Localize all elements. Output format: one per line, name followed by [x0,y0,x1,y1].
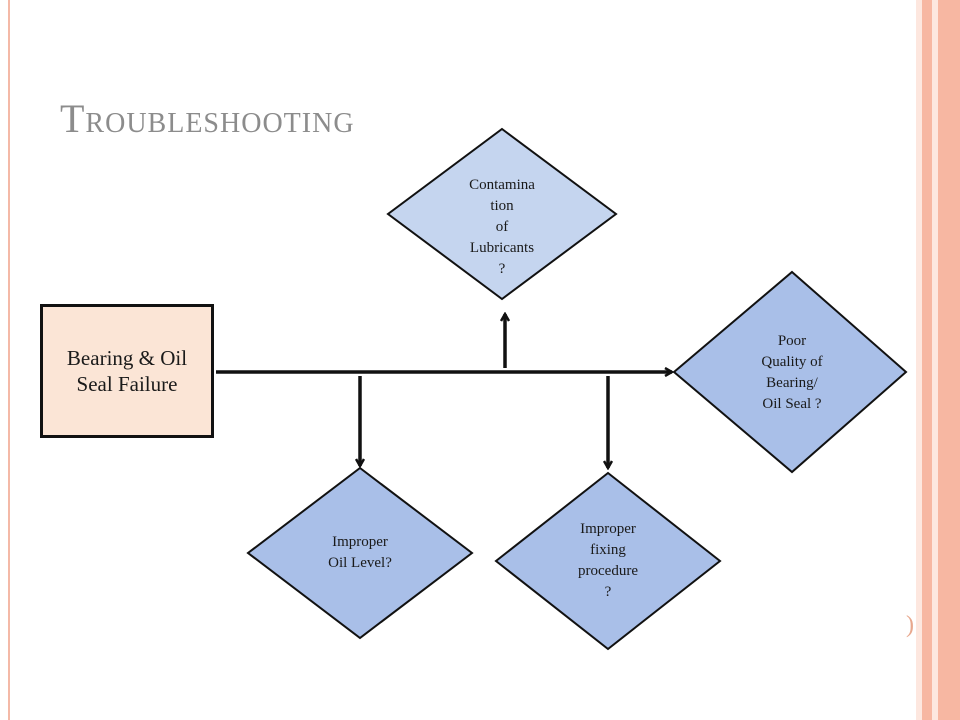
cause-diamond-poor-quality [672,270,908,474]
cause-diamond-contamination [386,127,618,301]
cause-diamond-fixing-procedure [494,471,722,651]
cause-label-fixing-procedure: Improper fixing procedure ? [578,521,638,600]
right-band-2 [922,0,932,720]
effect-box: Bearing & Oil Seal Failure [40,304,214,438]
cause-label-oil-level: Improper Oil Level? [328,534,392,571]
left-accent-rule [8,0,10,720]
decorative-paren: ) [906,612,914,638]
right-band-1 [916,0,922,720]
right-decorative-bands [916,0,960,720]
right-band-3 [932,0,938,720]
effect-label: Bearing & Oil Seal Failure [66,346,188,396]
cause-diamond-oil-level [246,466,474,640]
slide-title: Troubleshooting [60,96,355,141]
cause-label-contamination: Contamina tion of Lubricants ? [469,176,535,277]
right-band-4 [938,0,960,720]
cause-label-poor-quality: Poor Quality of Bearing/ Oil Seal ? [761,333,823,412]
